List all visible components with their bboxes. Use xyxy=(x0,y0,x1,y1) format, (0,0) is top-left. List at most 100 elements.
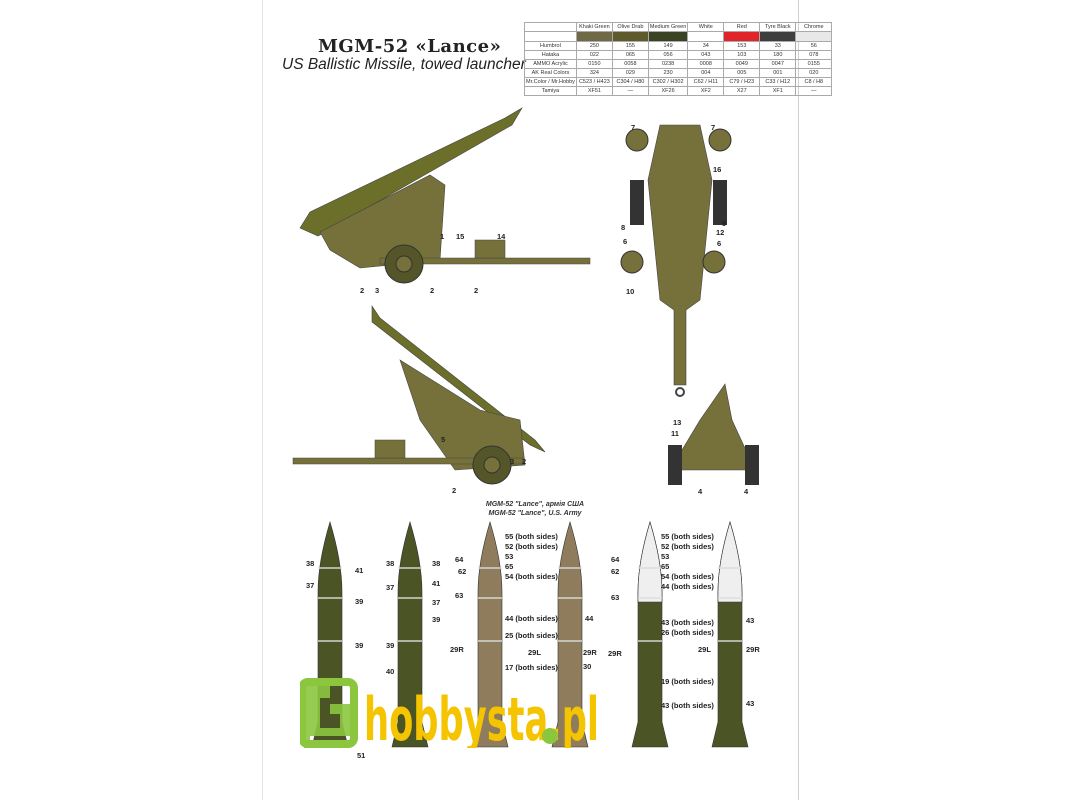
top-view-pad xyxy=(625,128,649,152)
callout-label: 12 xyxy=(716,228,725,237)
missile-stripe xyxy=(718,567,742,569)
callout-label: 55 (both sides) xyxy=(661,532,714,541)
callout-label: 4 xyxy=(698,487,703,496)
callout-label: 9 xyxy=(722,219,727,228)
callout-label: 29R xyxy=(583,648,597,657)
launcher-rear-view xyxy=(669,383,756,471)
top-view-tire xyxy=(630,180,644,225)
missile-stripe xyxy=(638,640,662,642)
callout-label: 41 xyxy=(355,566,364,575)
missile-stripe xyxy=(318,640,342,642)
callout-label: 3 xyxy=(375,286,380,295)
top-view-tire xyxy=(713,180,727,225)
callout-label: 64 xyxy=(611,555,620,564)
callout-label: 29L xyxy=(698,645,711,654)
missile-stripe xyxy=(638,597,662,599)
rear-view-tire xyxy=(745,445,759,485)
callout-label: 14 xyxy=(497,232,506,241)
rear-view-tire xyxy=(668,445,682,485)
callout-label: 25 (both sides) xyxy=(505,631,558,640)
callout-label: 44 (both sides) xyxy=(505,614,558,623)
missile-stripe xyxy=(558,567,582,569)
callout-label: 2 xyxy=(430,286,435,295)
missile-stripe xyxy=(478,597,502,599)
callout-label: 52 (both sides) xyxy=(661,542,714,551)
callout-label: 63 xyxy=(611,593,620,602)
callout-label: 52 (both sides) xyxy=(505,542,558,551)
callout-label: 43 (both sides) xyxy=(661,701,714,710)
callout-label: 7 xyxy=(711,123,716,132)
callout-label: 53 xyxy=(505,552,514,561)
callout-label: 5 xyxy=(441,435,446,444)
missile-stripe xyxy=(318,567,342,569)
page-title: MGM-52 «Lance» xyxy=(318,36,502,57)
launcher1-box xyxy=(474,239,506,259)
missile-white-nose xyxy=(637,520,663,603)
caption-local: MGM-52 "Lance", армія США xyxy=(485,501,585,508)
callout-label: 39 xyxy=(355,597,364,606)
top-view-pad xyxy=(702,250,726,274)
callout-label: 37 xyxy=(386,583,395,592)
watermark-text: hobbysta.pl xyxy=(364,685,599,748)
paint-code: — xyxy=(795,86,833,96)
callout-label: 39 xyxy=(355,641,364,650)
callout-label: 29R xyxy=(608,649,622,658)
missile-stripe xyxy=(478,640,502,642)
callout-label: 13 xyxy=(673,418,682,427)
callout-label: 53 xyxy=(661,552,670,561)
launcher2-frame xyxy=(292,457,524,465)
missile-stripe xyxy=(718,597,742,599)
missile-stripe xyxy=(478,567,502,569)
callout-label: 1 xyxy=(440,232,445,241)
swatch-row xyxy=(524,31,833,42)
caption-english: MGM-52 "Lance", U.S. Army xyxy=(488,510,582,517)
callout-label: 40 xyxy=(386,667,395,676)
callout-label: 65 xyxy=(661,562,670,571)
missile-stripe xyxy=(398,567,422,569)
callout-label: 2 xyxy=(474,286,479,295)
launcher1-hub xyxy=(395,255,413,273)
callout-label: 63 xyxy=(455,591,464,600)
missile-launcher1 xyxy=(299,107,523,237)
launcher2-hub xyxy=(483,456,501,474)
callout-label: 29R xyxy=(450,645,464,654)
callout-label: 38 xyxy=(432,559,441,568)
callout-label: 10 xyxy=(626,287,635,296)
launcher-top-view xyxy=(647,124,713,386)
callout-label: 39 xyxy=(432,615,441,624)
missile-stripe xyxy=(638,567,662,569)
callout-label: 4 xyxy=(744,487,749,496)
callout-label: 2 xyxy=(522,457,527,466)
missile-stripe xyxy=(398,597,422,599)
callout-label: 6 xyxy=(717,239,722,248)
callout-label: 29R xyxy=(746,645,760,654)
callout-label: 6 xyxy=(623,237,628,246)
callout-label: 3 xyxy=(510,457,515,466)
launcher2-cradle xyxy=(399,359,526,471)
callout-label: 30 xyxy=(583,662,592,671)
callout-label: 2 xyxy=(360,286,365,295)
callout-label: 62 xyxy=(611,567,620,576)
callout-label: 2 xyxy=(452,486,457,495)
missile-stripe xyxy=(398,640,422,642)
page-subtitle: US Ballistic Missile, towed launcher xyxy=(282,56,526,73)
callout-label: 65 xyxy=(505,562,514,571)
missile-stripe xyxy=(558,597,582,599)
paint-code: XF26 xyxy=(647,86,689,96)
callout-label: 38 xyxy=(306,559,315,568)
callout-label: 29L xyxy=(528,648,541,657)
callout-label: 54 (both sides) xyxy=(505,572,558,581)
callout-label: 16 xyxy=(713,165,722,174)
callout-label: 37 xyxy=(432,598,441,607)
missile-scheme-3 xyxy=(471,520,509,748)
missile-white-nose xyxy=(717,520,743,603)
callout-label: 8 xyxy=(621,223,626,232)
callout-label: 55 (both sides) xyxy=(505,532,558,541)
tow-ring xyxy=(675,387,685,397)
